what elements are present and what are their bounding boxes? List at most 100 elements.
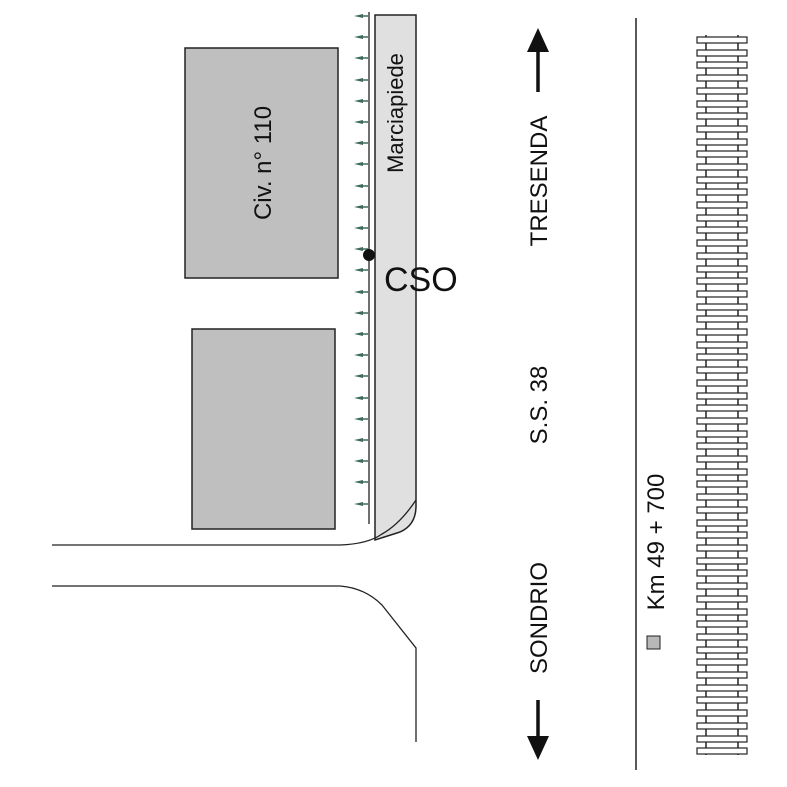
building-lower [191, 328, 336, 530]
rail-tie [696, 252, 748, 260]
rail-tie [696, 735, 748, 743]
rail-tie [696, 455, 748, 463]
rail-tie [696, 468, 748, 476]
rail-tie [696, 315, 748, 323]
fence-tick [354, 141, 363, 145]
rail-tie [696, 188, 748, 196]
rail-tie [696, 722, 748, 730]
rail-tie [696, 201, 748, 209]
sidewalk-label: Marciapiede [383, 53, 408, 173]
rail-tie [696, 176, 748, 184]
fence-tick [354, 120, 363, 124]
fence-tick [354, 396, 363, 400]
rail-tie [696, 684, 748, 692]
rail-tie [696, 671, 748, 679]
point-label: CSO [384, 261, 458, 299]
rail-tie [696, 544, 748, 552]
rail-tie [696, 709, 748, 717]
fence-tick [354, 311, 363, 315]
fence-tick [354, 35, 363, 39]
fence-tick [354, 290, 363, 294]
rail-tie [696, 290, 748, 298]
rail-tie [696, 366, 748, 374]
fence-tick [354, 353, 363, 357]
fence-tick [354, 417, 363, 421]
point-marker-icon [363, 249, 375, 261]
rail-tie [696, 303, 748, 311]
rail-tie [696, 163, 748, 171]
fence-tick [354, 480, 363, 484]
rail-tie [696, 379, 748, 387]
rail-tie [696, 100, 748, 108]
rail-tie [696, 112, 748, 120]
fence-tick [354, 14, 363, 18]
rail-tie [696, 442, 748, 450]
rail-tie [696, 226, 748, 234]
road-edge-lower [52, 585, 417, 742]
fence-tick [354, 332, 363, 336]
fence-tick [354, 502, 363, 506]
fence-tick [354, 78, 363, 82]
rail-tie [696, 531, 748, 539]
rail-tie [696, 506, 748, 514]
rail-tie [696, 87, 748, 95]
rail-tie [696, 353, 748, 361]
fence-tick [354, 374, 363, 378]
rail-tie [696, 328, 748, 336]
rail-tie [696, 404, 748, 412]
rail-tie [696, 125, 748, 133]
rail-tie [696, 138, 748, 146]
fence-tick [354, 226, 363, 230]
rail-tie [696, 392, 748, 400]
rail-tie [696, 239, 748, 247]
road-label: S.S. 38 [526, 366, 553, 445]
fence-tick [354, 56, 363, 60]
rail-tie [696, 582, 748, 590]
rail-tie [696, 150, 748, 158]
building-label: Civ. n° 110 [250, 106, 277, 220]
rail-tie [696, 569, 748, 577]
rail-tie [696, 214, 748, 222]
rail-tie [696, 519, 748, 527]
rail-tie [696, 61, 748, 69]
fence-tick [354, 247, 363, 251]
direction-tresenda: TRESENDA [526, 116, 553, 247]
rail-ties [696, 36, 748, 755]
rail-tie [696, 36, 748, 44]
rail-tie [696, 430, 748, 438]
arrow-down-icon [527, 700, 549, 760]
rail-tie [696, 646, 748, 654]
fence-tick [354, 459, 363, 463]
rail-tie [696, 493, 748, 501]
square-marker-icon [646, 635, 661, 650]
building-civ-110 [184, 47, 339, 279]
rail-tie [696, 747, 748, 755]
fence-tick [354, 438, 363, 442]
kilometer-label: Km 49 + 700 [643, 474, 670, 611]
rail-tie [696, 620, 748, 628]
rail-tie [696, 277, 748, 285]
rail-tie [696, 417, 748, 425]
rail-tie [696, 480, 748, 488]
rail-tie [696, 265, 748, 273]
direction-sondrio: SONDRIO [526, 562, 553, 674]
rail-tie [696, 74, 748, 82]
sidewalk [374, 14, 417, 542]
fence-ticks [354, 14, 368, 506]
rail-tie [696, 595, 748, 603]
rail-tie [696, 633, 748, 641]
fence-tick [354, 162, 363, 166]
rail-tie [696, 49, 748, 57]
arrow-up-icon [527, 28, 549, 92]
fence-tick [354, 184, 363, 188]
rail-tie [696, 557, 748, 565]
rail-tie [696, 658, 748, 666]
road-edge-upper [52, 499, 417, 546]
fence-tick [354, 99, 363, 103]
fence-tick [354, 268, 363, 272]
rail-tie [696, 696, 748, 704]
rail-tie [696, 608, 748, 616]
rail-tie [696, 341, 748, 349]
fence-tick [354, 205, 363, 209]
